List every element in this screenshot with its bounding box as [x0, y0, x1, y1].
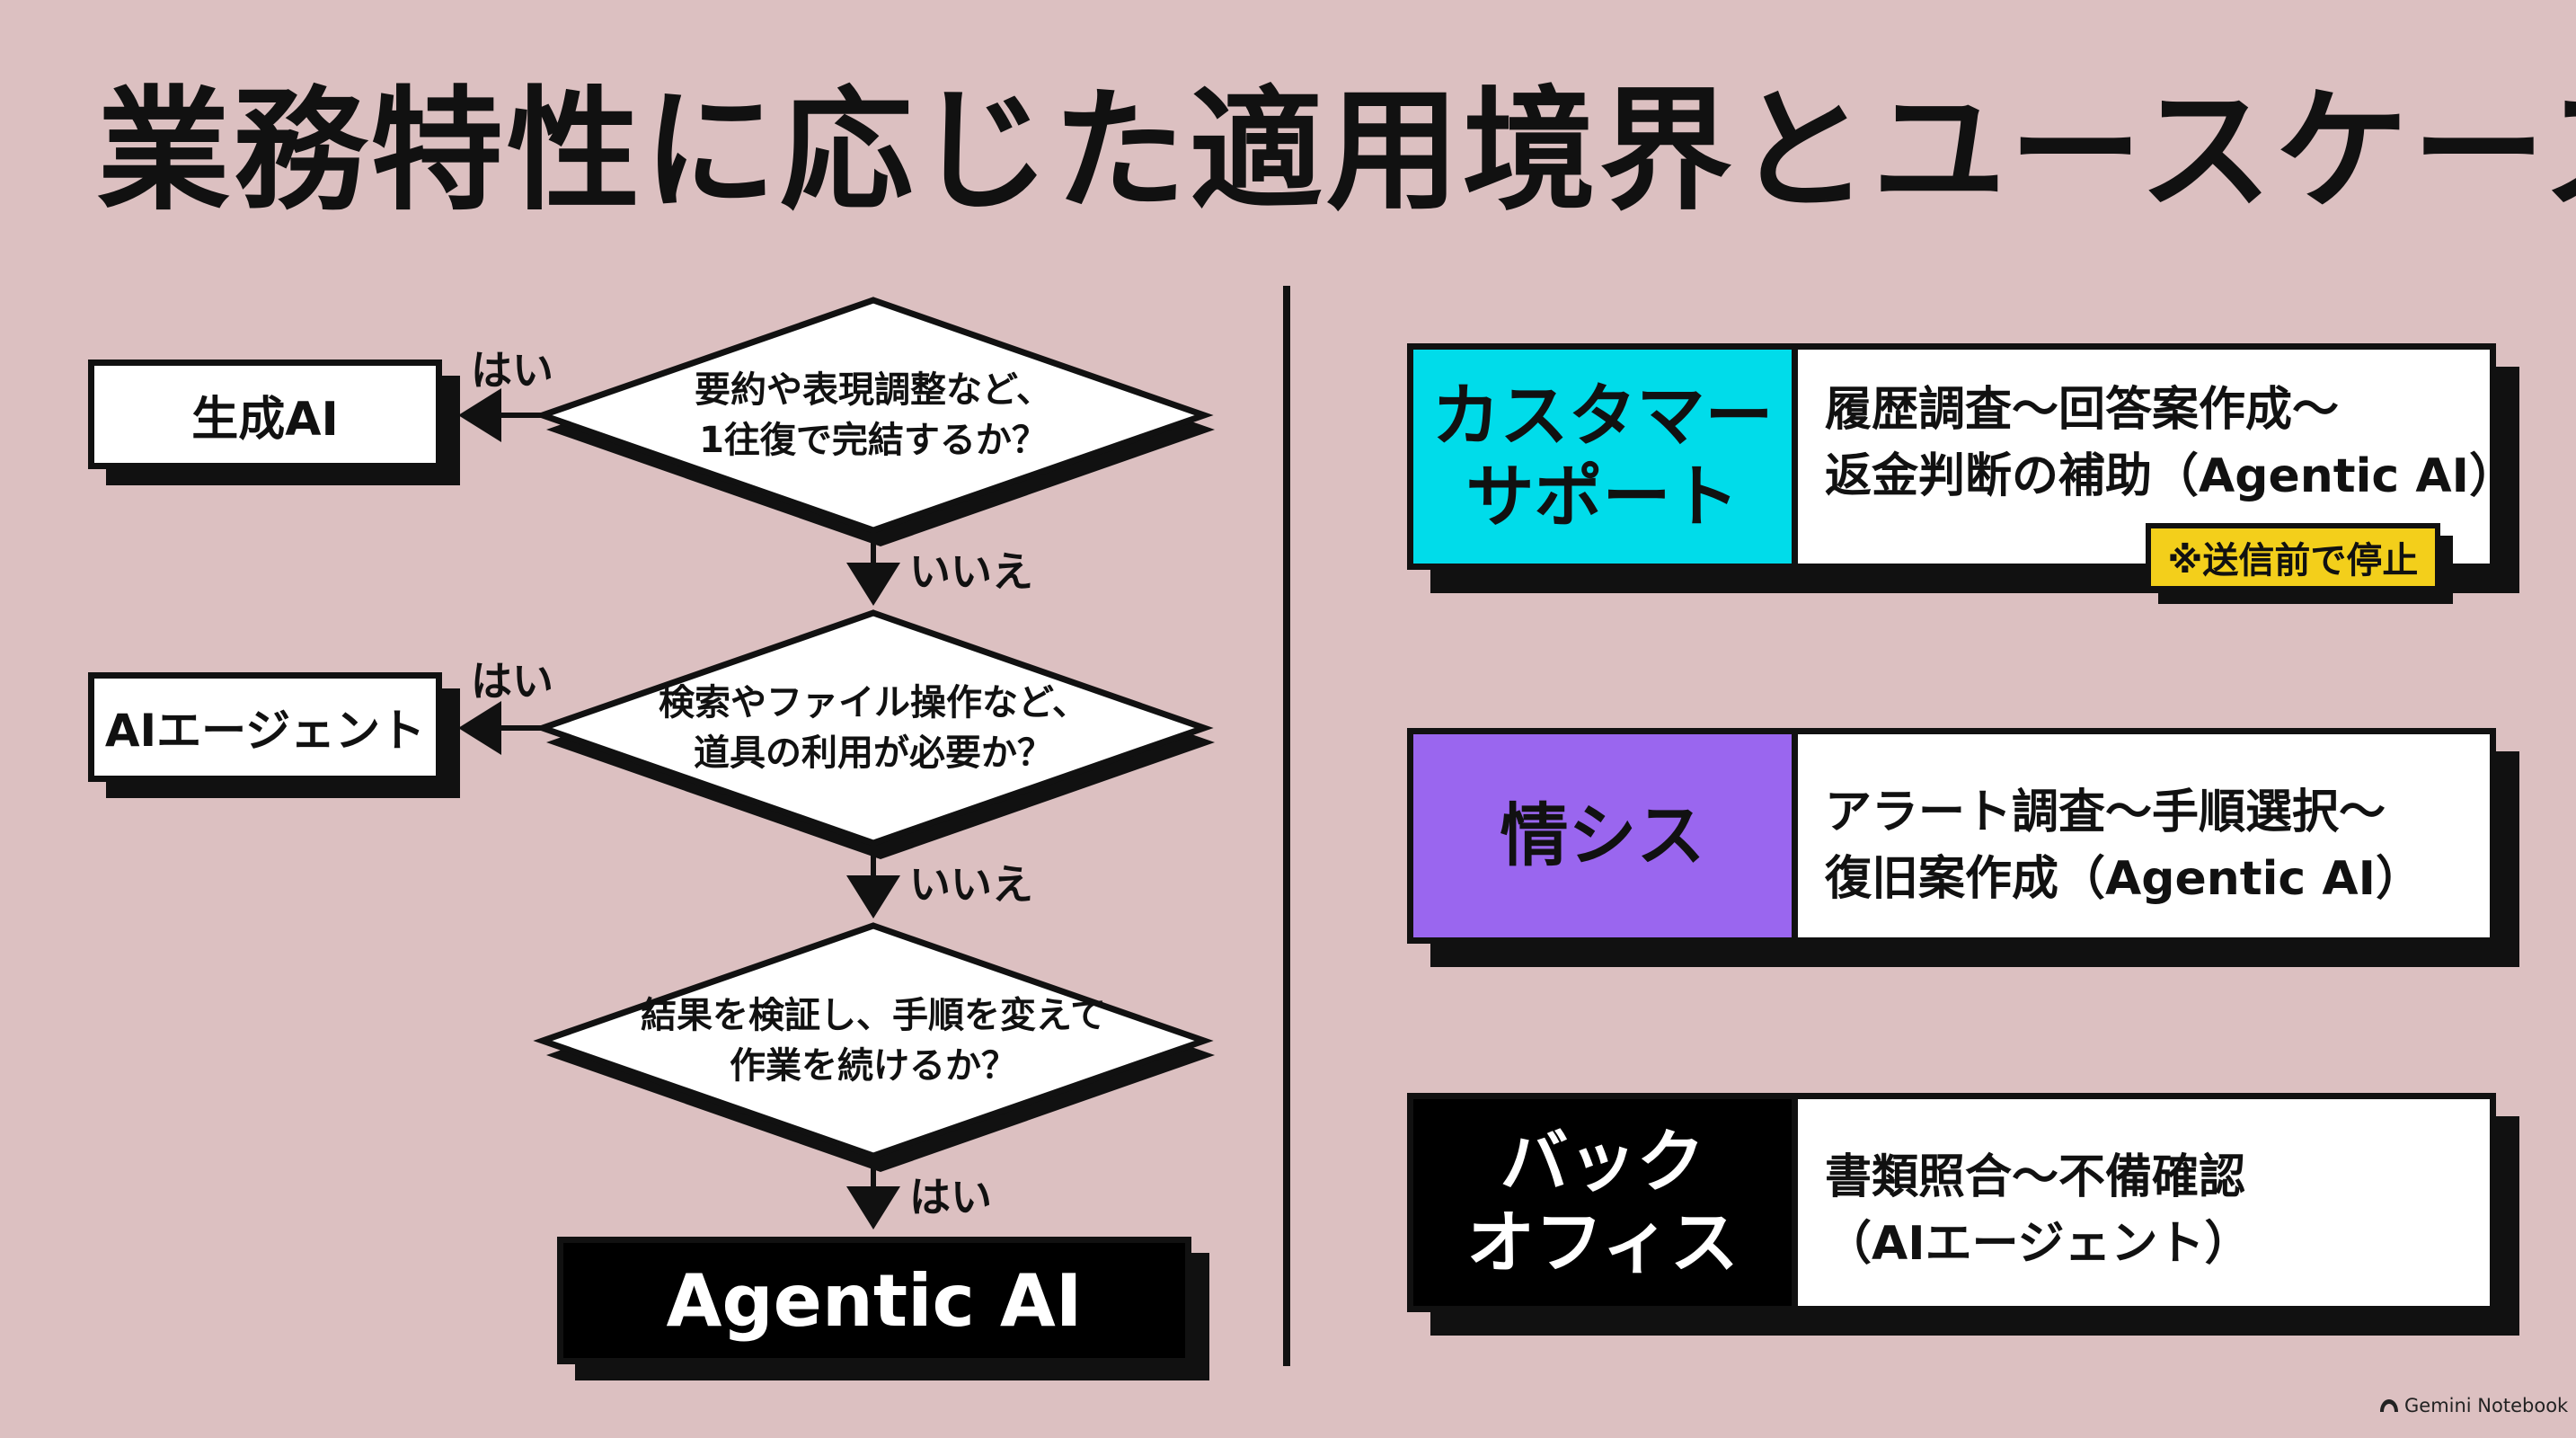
use-case-it-department: 情シス アラート調査〜手順選択〜 復旧案作成（Agentic AI）: [1407, 728, 2496, 944]
result-ai-agent: AIエージェント: [88, 672, 442, 782]
decision-2-text: 検索やファイル操作など、 道具の利用が必要か？: [659, 682, 1088, 774]
no-label-2: いいえ: [909, 860, 1033, 909]
yes-label-1: はい: [471, 346, 553, 395]
vertical-divider: [1283, 286, 1290, 1366]
use-case-description: アラート調査〜手順選択〜 復旧案作成（Agentic AI）: [1825, 786, 2422, 906]
decision-1-text: 要約や表現調整など、 1往復で完結するか？: [695, 369, 1052, 461]
no-label-1: いいえ: [909, 547, 1033, 596]
notebook-logo-icon: [2380, 1399, 2398, 1412]
use-case-customer-support: カスタマー サポート 履歴調査〜回答案作成〜 返金判断の補助（Agentic A…: [1407, 343, 2516, 570]
yes-label-3: はい: [909, 1173, 992, 1221]
use-case-category: 情シス: [1413, 734, 1798, 937]
footer-branding: Gemini Notebook: [2379, 1395, 2568, 1416]
use-case-category: バック オフィス: [1413, 1099, 1798, 1306]
use-case-back-office: バック オフィス 書類照合〜不備確認 （AIエージェント）: [1407, 1093, 2496, 1312]
page-title: 業務特性に応じた適用境界とユースケース: [97, 74, 2576, 228]
result-agentic-ai: Agentic AI: [557, 1237, 1191, 1364]
use-case-description: 履歴調査〜回答案作成〜 返金判断の補助（Agentic AI）: [1825, 383, 2516, 503]
yes-label-2: はい: [471, 657, 553, 706]
result-generative-ai: 生成AI: [88, 360, 442, 469]
decision-3-text: 結果を検証し、手順を変えて 作業を続けるか？: [641, 995, 1106, 1087]
use-case-category: カスタマー サポート: [1413, 350, 1798, 564]
stop-before-send-badge: ※送信前で停止: [2146, 523, 2440, 591]
use-case-description: 書類照合〜不備確認 （AIエージェント）: [1825, 1150, 2252, 1271]
